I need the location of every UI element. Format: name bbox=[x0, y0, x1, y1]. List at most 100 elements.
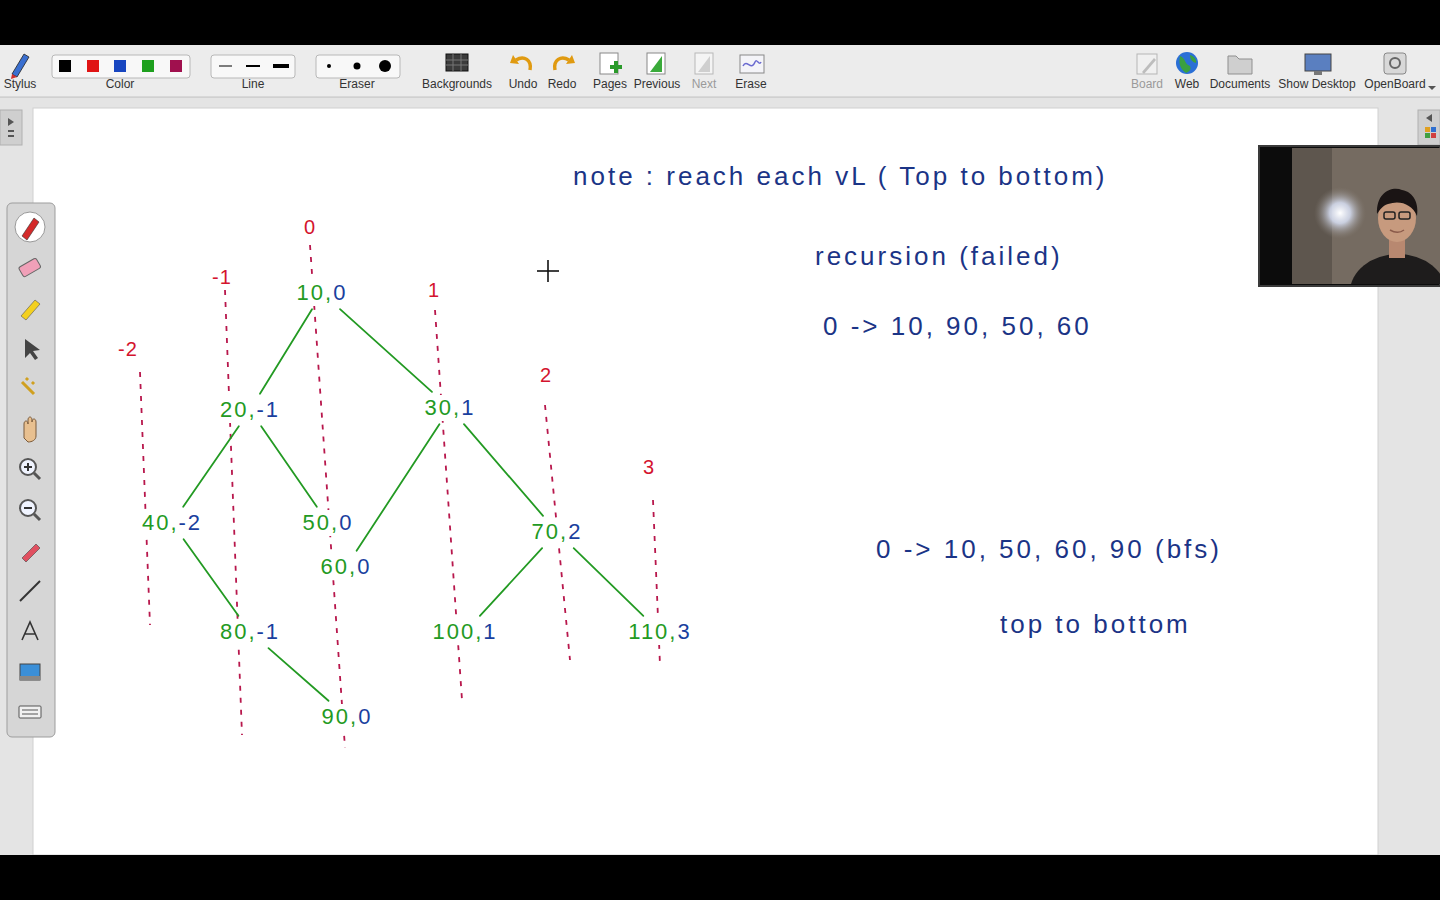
tree-edge bbox=[184, 539, 239, 616]
eraser-picker bbox=[316, 55, 400, 78]
toolbar-label: Redo bbox=[548, 77, 577, 91]
horizontal-distance: 1 bbox=[461, 395, 475, 420]
side-tab bbox=[0, 110, 22, 145]
node-label: 80,-1 bbox=[220, 619, 280, 645]
handwritten-note: note : reach each vL ( Top to bottom) bbox=[573, 161, 1107, 192]
toolbar-label: Pages bbox=[593, 77, 627, 91]
webcam-overlay bbox=[1350, 254, 1440, 284]
horizontal-distance: 2 bbox=[568, 519, 582, 544]
side-tab bbox=[1426, 114, 1432, 122]
node-value: 60, bbox=[321, 554, 358, 579]
tree-edge bbox=[268, 648, 328, 701]
node-label: 50,0 bbox=[303, 510, 354, 536]
node-label: 70,2 bbox=[532, 519, 583, 545]
tree-node: 20,-1 bbox=[216, 397, 284, 423]
column-number: 3 bbox=[643, 455, 655, 479]
horizontal-distance: 0 bbox=[358, 704, 372, 729]
node-value: 50, bbox=[303, 510, 340, 535]
toolbar-label: Show Desktop bbox=[1278, 77, 1355, 91]
side-tab bbox=[8, 135, 14, 137]
window-frame bbox=[33, 108, 1378, 855]
color-picker bbox=[114, 60, 126, 72]
color-picker bbox=[52, 55, 190, 78]
toolbar-icon bbox=[614, 61, 618, 73]
color-picker bbox=[142, 60, 154, 72]
tool-palette bbox=[22, 710, 38, 711]
toolbar-label: Backgrounds bbox=[422, 77, 492, 91]
eraser-picker bbox=[316, 55, 400, 78]
column-number: 0 bbox=[304, 215, 316, 239]
tree-edge bbox=[260, 309, 312, 394]
column-number: 2 bbox=[540, 363, 552, 387]
tree-edge bbox=[340, 309, 432, 392]
node-label: 110,3 bbox=[628, 619, 691, 645]
horizontal-distance: 0 bbox=[357, 554, 371, 579]
vertical-line-dashed bbox=[225, 290, 242, 735]
node-label: 100,1 bbox=[432, 619, 497, 645]
tool-palette bbox=[34, 514, 40, 520]
tree-edge bbox=[574, 548, 644, 616]
handwritten-note: 0 -> 10, 50, 60, 90 (bfs) bbox=[876, 534, 1222, 565]
toolbar-icon bbox=[555, 58, 569, 70]
tree-node: 30,1 bbox=[421, 395, 480, 421]
vertical-line-dashed bbox=[140, 372, 150, 625]
vertical-line-dashed bbox=[140, 245, 660, 748]
tool-palette bbox=[21, 300, 40, 320]
tool-palette bbox=[21, 622, 39, 642]
side-tab bbox=[1418, 110, 1440, 145]
node-value: 20, bbox=[220, 397, 257, 422]
tree-node: 90,0 bbox=[318, 704, 377, 730]
tool-palette bbox=[34, 473, 40, 479]
node-label: 40,-2 bbox=[142, 510, 202, 536]
cursor-crosshair bbox=[537, 260, 559, 282]
toolbar-icon bbox=[446, 60, 468, 61]
toolbar-icon bbox=[510, 55, 575, 70]
tree-node: 100,1 bbox=[428, 619, 501, 645]
toolbar-icon bbox=[566, 55, 575, 64]
node-value: 40, bbox=[142, 510, 179, 535]
node-value: 10, bbox=[297, 280, 334, 305]
horizontal-distance: -2 bbox=[179, 510, 203, 535]
tool-palette bbox=[24, 507, 32, 509]
handwritten-note: recursion (failed) bbox=[815, 241, 1063, 272]
toolbar-icon bbox=[1384, 53, 1406, 74]
toolbar-icon bbox=[600, 53, 618, 74]
column-number: 1 bbox=[428, 278, 440, 302]
tool-palette bbox=[22, 544, 40, 562]
tree-node: 10,0 bbox=[293, 280, 352, 306]
toolbar-icon bbox=[11, 54, 29, 79]
toolbar-icon bbox=[453, 54, 454, 71]
toolbar-icon bbox=[1179, 56, 1190, 73]
horizontal-distance: -1 bbox=[257, 619, 281, 644]
tool-palette bbox=[27, 463, 29, 471]
webcam-overlay bbox=[1377, 189, 1417, 216]
toolbar-label: Eraser bbox=[339, 77, 374, 91]
webcam-overlay bbox=[1292, 148, 1440, 284]
eraser-picker bbox=[327, 64, 331, 68]
tool-palette bbox=[20, 500, 36, 516]
tree-node: 110,3 bbox=[624, 619, 695, 645]
toolbar-icon bbox=[743, 61, 761, 66]
webcam-overlay bbox=[1314, 187, 1366, 239]
webcam-overlay bbox=[1399, 212, 1410, 219]
tool-palette bbox=[20, 581, 40, 601]
toolbar-icon bbox=[1305, 54, 1331, 71]
tree-edge bbox=[480, 548, 542, 616]
line-picker bbox=[211, 55, 295, 78]
tool-palette bbox=[22, 218, 39, 240]
node-label: 20,-1 bbox=[220, 397, 280, 423]
color-picker bbox=[87, 60, 99, 72]
horizontal-distance: 3 bbox=[677, 619, 691, 644]
tree-edge bbox=[464, 424, 543, 516]
toolbar-icon bbox=[650, 56, 662, 72]
toolbar-icon bbox=[1428, 86, 1436, 90]
horizontal-distance: 1 bbox=[483, 619, 497, 644]
side-tab bbox=[8, 118, 14, 126]
node-value: 80, bbox=[220, 619, 257, 644]
toolbar-icon bbox=[1137, 54, 1157, 74]
tool-palette bbox=[19, 706, 41, 718]
color-picker bbox=[170, 60, 182, 72]
horizontal-distance: -1 bbox=[257, 397, 281, 422]
toolbar-label: Previous bbox=[634, 77, 681, 91]
